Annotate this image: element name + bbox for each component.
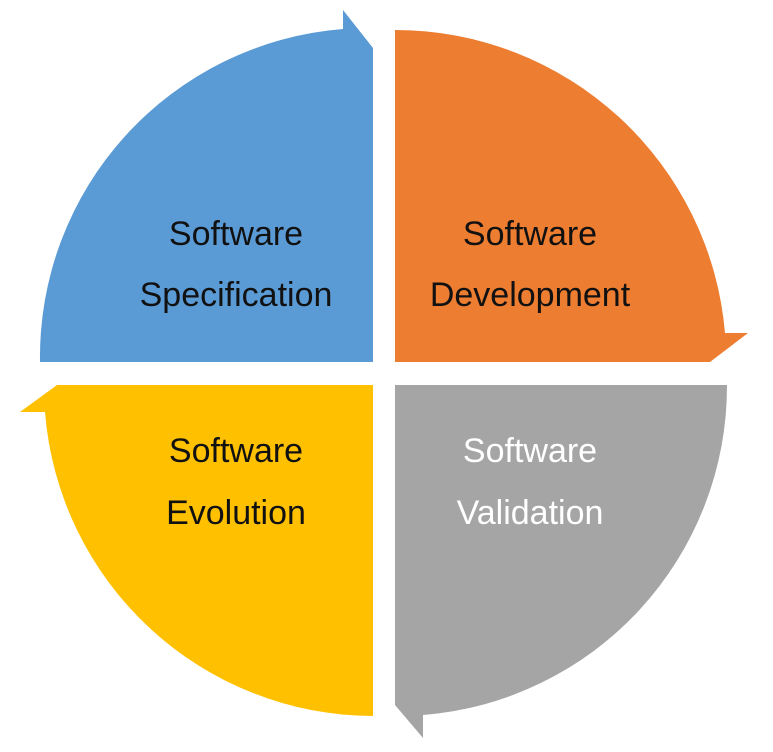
quadrant-evolution-label-line1: Software [169,432,303,470]
quadrant-specification-label-line2: Specification [140,276,333,314]
quadrant-development-shape [395,29,748,362]
quadrant-development-label-line1: Software [463,215,597,253]
quadrant-evolution-label-line2: Evolution [166,494,306,532]
quadrant-validation-label-line2: Validation [457,494,604,532]
quadrant-validation-shape [395,385,728,738]
quadrant-development-label-line2: Development [430,276,631,314]
quadrant-evolution: Software Evolution [20,385,373,716]
quadrant-development: Software Development [395,29,748,362]
quadrant-specification: Software Specification [39,10,373,362]
quadrant-evolution-shape [20,385,373,716]
quadrant-validation-label-line1: Software [463,432,597,470]
quadrant-specification-label-line1: Software [169,215,303,253]
quadrant-specification-shape [39,10,373,362]
quadrant-validation: Software Validation [395,385,728,738]
